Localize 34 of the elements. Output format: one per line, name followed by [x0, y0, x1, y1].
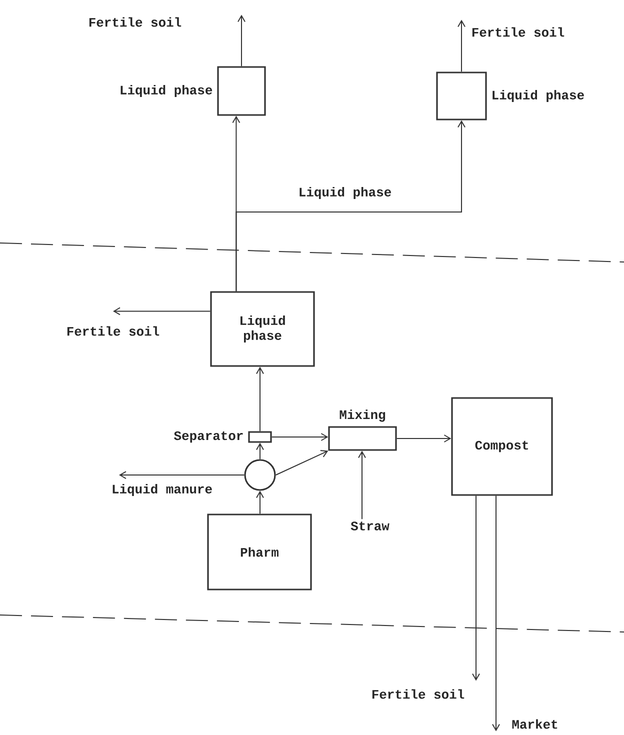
- arrow: [275, 450, 328, 476]
- outlet-label: Fertile soil: [372, 689, 464, 699]
- mixing-box: Mixing: [328, 410, 397, 451]
- arrow: [458, 20, 466, 72]
- outlet-label: Liquid manure: [112, 484, 212, 496]
- outlet-label: Fertile soil: [67, 326, 160, 336]
- pump-circle: [244, 459, 276, 491]
- arrow: [256, 490, 264, 514]
- node-label: Separator: [174, 431, 243, 443]
- arrow: [271, 433, 328, 441]
- process-box: Liquid phase: [210, 291, 315, 367]
- process-box: Pharm: [207, 514, 312, 590]
- node-label: Liquid phase: [492, 90, 584, 102]
- arrow: [256, 366, 264, 432]
- outlet-label: Market: [512, 719, 558, 729]
- arrow: [396, 434, 452, 442]
- arrow: [236, 120, 466, 292]
- node-label: Mixing: [340, 410, 386, 422]
- tank-box: Liquid phase: [120, 66, 266, 116]
- outlet-label: Fertile soil: [472, 27, 564, 37]
- arrow: [118, 471, 245, 479]
- arrow: [358, 450, 366, 520]
- arrow: [113, 307, 211, 316]
- node-label: Liquid phase: [120, 84, 212, 98]
- edge-label: Liquid phase: [297, 186, 393, 200]
- arrow: [256, 442, 264, 460]
- arrow: [238, 14, 246, 67]
- process-box: Compost: [451, 397, 553, 496]
- separator-box: Separator: [174, 431, 272, 443]
- arrow: [492, 495, 500, 732]
- tank-box: Liquid phase: [436, 72, 584, 120]
- inlet-label: Straw: [350, 522, 390, 530]
- arrow: [472, 495, 480, 681]
- outlet-label: Fertile soil: [89, 17, 182, 27]
